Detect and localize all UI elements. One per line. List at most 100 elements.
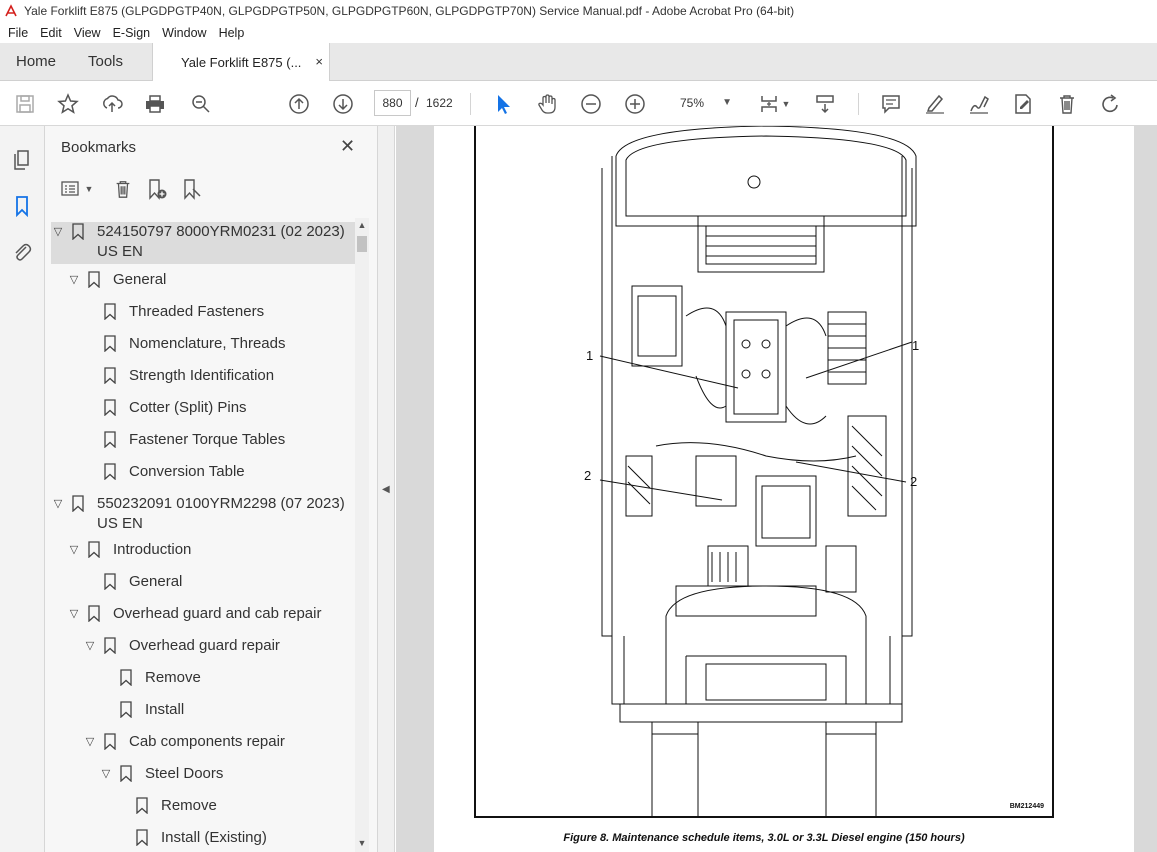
tab-document[interactable]: Yale Forklift E875 (... × — [152, 43, 330, 81]
comment-icon[interactable] — [879, 92, 903, 116]
menu-esign[interactable]: E-Sign — [112, 25, 151, 40]
collapse-panel-icon[interactable]: ◀ — [382, 484, 390, 495]
page-thumbnails-icon[interactable] — [10, 148, 34, 172]
select-cursor-icon[interactable] — [491, 92, 515, 116]
page-number-input[interactable]: 880 — [374, 90, 411, 116]
page-fit-icon[interactable] — [757, 92, 781, 116]
bookmark-label: Nomenclature, Threads — [129, 335, 286, 352]
bookmark-icon — [69, 222, 87, 240]
bookmark-item[interactable]: ▽ 524150797 8000YRM0231 (02 2023)US EN — [51, 222, 355, 264]
bookmark-label: Cotter (Split) Pins — [129, 399, 247, 416]
bookmark-item[interactable]: ▽ Overhead guard repair — [83, 636, 280, 656]
menu-window[interactable]: Window — [162, 25, 207, 40]
highlight-icon[interactable] — [923, 92, 947, 116]
bookmark-item[interactable]: Remove — [133, 796, 217, 816]
chevron-down-icon[interactable]: ▽ — [53, 497, 63, 510]
close-tab-icon[interactable]: × — [315, 54, 323, 69]
page-down-icon[interactable] — [331, 92, 355, 116]
scroll-thumb[interactable] — [357, 236, 367, 252]
forklift-engine-illustration — [599, 126, 917, 816]
attachment-icon[interactable] — [10, 240, 34, 264]
tab-home[interactable]: Home — [16, 53, 57, 70]
bookmarks-title: Bookmarks — [61, 139, 137, 156]
bookmark-icon — [117, 668, 135, 686]
delete-icon[interactable] — [1055, 92, 1079, 116]
bookmark-icon — [85, 270, 103, 288]
bookmark-item[interactable]: ▽ 550232091 0100YRM2298 (07 2023)US EN — [51, 494, 345, 534]
chevron-down-icon[interactable]: ▽ — [85, 639, 95, 652]
print-icon[interactable] — [143, 92, 167, 116]
bookmark-icon — [101, 732, 119, 750]
hand-icon[interactable] — [535, 92, 559, 116]
zoom-select[interactable]: 75% ▼ — [668, 90, 740, 116]
zoom-in-icon[interactable] — [623, 92, 647, 116]
bookmark-panel-icon[interactable] — [10, 194, 34, 218]
bookmark-item[interactable]: ▽ Cab components repair — [83, 732, 285, 752]
bookmark-item[interactable]: Remove — [117, 668, 201, 688]
menu-view[interactable]: View — [73, 25, 101, 40]
scroll-mode-icon[interactable] — [813, 92, 837, 116]
bookmark-scrollbar[interactable]: ▲ ▼ — [355, 218, 369, 852]
bookmark-icon — [101, 302, 119, 320]
navigation-rail — [0, 126, 45, 852]
bookmarks-panel: Bookmarks ✕ ▼ ▽ 524150797 8000YRM0231 (0… — [45, 126, 377, 852]
bookmark-icon — [85, 604, 103, 622]
bookmark-label: 524150797 8000YRM0231 (02 2023)US EN — [97, 223, 345, 260]
window-title: Yale Forklift E875 (GLPGDPGTP40N, GLPGDP… — [24, 4, 795, 18]
bookmark-label: Fastener Torque Tables — [129, 431, 286, 448]
edit-export-icon[interactable] — [1011, 92, 1035, 116]
bookmark-item[interactable]: General — [101, 572, 182, 592]
bookmark-item[interactable]: Install — [117, 700, 184, 720]
tab-tools[interactable]: Tools — [88, 53, 124, 70]
zoom-search-icon[interactable] — [189, 92, 213, 116]
bookmark-item[interactable]: Install (Existing) — [133, 828, 267, 848]
new-bookmark-icon[interactable] — [144, 176, 170, 202]
bookmark-icon — [101, 572, 119, 590]
chevron-down-icon[interactable]: ▽ — [101, 767, 111, 780]
chevron-down-icon[interactable]: ▽ — [69, 607, 79, 620]
document-view[interactable]: 1 1 2 2 BM212449 Figure 8. Maintenance s… — [396, 126, 1157, 852]
pdf-page: 1 1 2 2 BM212449 Figure 8. Maintenance s… — [434, 126, 1134, 852]
options-menu-icon[interactable] — [59, 176, 85, 202]
redo-icon[interactable] — [1099, 92, 1123, 116]
bookmark-icon — [133, 828, 151, 846]
bookmark-item[interactable]: Threaded Fasteners — [101, 302, 264, 322]
bookmark-icon — [117, 700, 135, 718]
chevron-down-icon[interactable]: ▽ — [69, 273, 79, 286]
chevron-down-icon[interactable]: ▽ — [85, 735, 95, 748]
zoom-out-icon[interactable] — [579, 92, 603, 116]
bookmark-item[interactable]: Fastener Torque Tables — [101, 430, 285, 450]
scroll-up-icon[interactable]: ▲ — [357, 220, 367, 230]
bookmark-label: Steel Doors — [145, 765, 224, 782]
bookmark-item[interactable]: Strength Identification — [101, 366, 274, 386]
bookmark-item[interactable]: ▽ Steel Doors — [99, 764, 223, 784]
bookmark-search-icon[interactable] — [179, 176, 205, 202]
bookmark-item[interactable]: ▽ Overhead guard and cab repair — [67, 604, 321, 624]
menu-edit[interactable]: Edit — [40, 25, 62, 40]
save-icon[interactable] — [13, 92, 37, 116]
star-icon[interactable] — [56, 92, 80, 116]
page-up-icon[interactable] — [287, 92, 311, 116]
menu-file[interactable]: File — [8, 25, 29, 40]
delete-bookmark-icon[interactable] — [110, 176, 136, 202]
panel-splitter[interactable]: ◀ — [377, 126, 395, 852]
bookmark-item[interactable]: Nomenclature, Threads — [101, 334, 285, 354]
figure-id: BM212449 — [1009, 803, 1044, 810]
bookmark-icon — [101, 462, 119, 480]
figure-caption: Figure 8. Maintenance schedule items, 3.… — [563, 832, 965, 844]
sign-icon[interactable] — [967, 92, 991, 116]
menu-help[interactable]: Help — [218, 25, 245, 40]
upload-icon[interactable] — [100, 92, 124, 116]
chevron-down-icon[interactable]: ▽ — [53, 225, 63, 238]
scroll-down-icon[interactable]: ▼ — [357, 838, 367, 848]
callout-label: 2 — [584, 468, 592, 483]
bookmark-item[interactable]: Cotter (Split) Pins — [101, 398, 247, 418]
page-fit-dropdown-icon[interactable]: ▼ — [781, 99, 791, 109]
close-panel-icon[interactable]: ✕ — [340, 136, 356, 156]
chevron-down-icon[interactable]: ▽ — [69, 543, 79, 556]
bookmark-item[interactable]: ▽ Introduction — [67, 540, 191, 560]
bookmark-item[interactable]: ▽ General — [67, 270, 166, 290]
bookmark-item[interactable]: Conversion Table — [101, 462, 245, 482]
bookmark-icon — [85, 540, 103, 558]
chevron-down-icon[interactable]: ▼ — [84, 184, 94, 194]
